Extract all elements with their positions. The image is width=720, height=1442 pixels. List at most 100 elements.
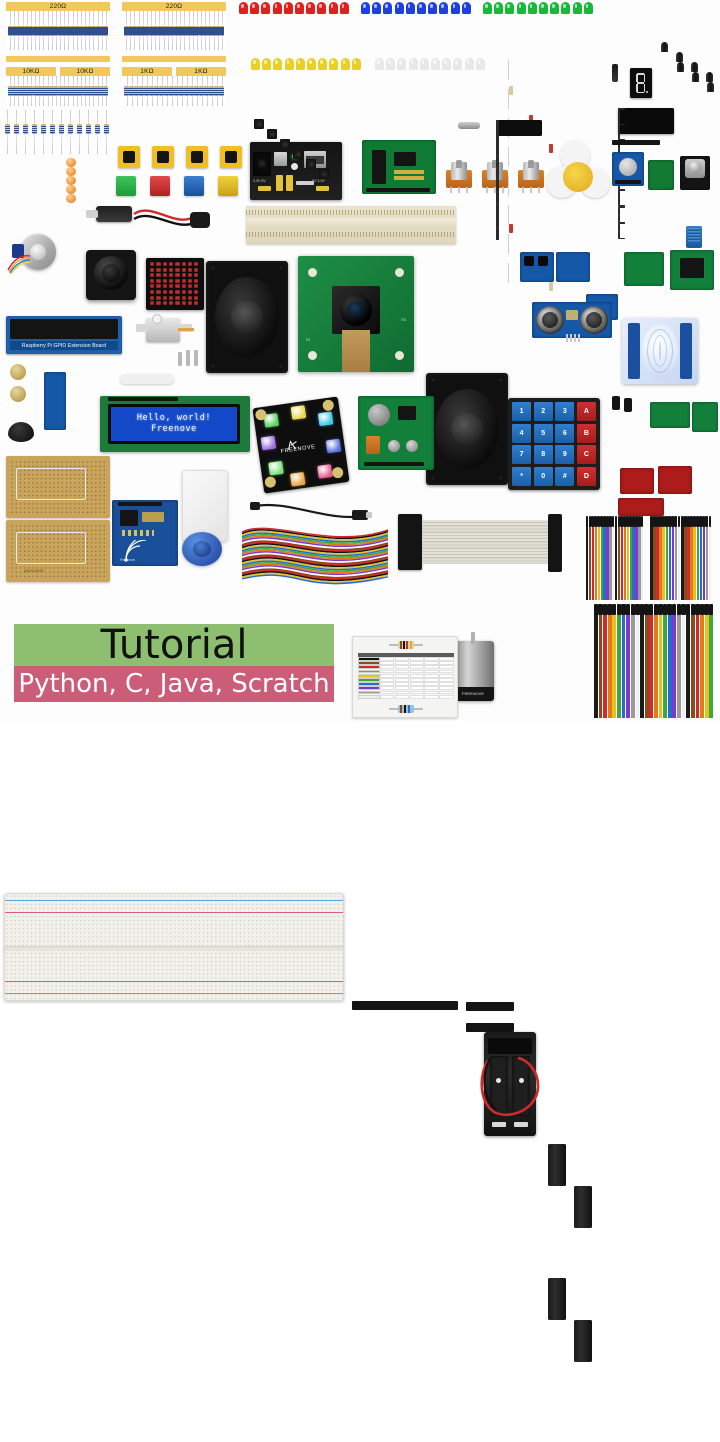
value-cell	[394, 694, 410, 699]
voltage-jumper-left[interactable]	[258, 186, 271, 191]
resistor-band	[78, 91, 84, 94]
keypad-key[interactable]: 4	[512, 423, 532, 443]
resistor-band	[124, 87, 129, 90]
resistor-band	[65, 29, 71, 31]
resistor-band	[134, 91, 139, 94]
resistor-band	[28, 27, 34, 29]
keypad-key[interactable]: *	[512, 466, 532, 486]
keypad-key[interactable]: 8	[533, 445, 553, 465]
tact-switch[interactable]	[319, 169, 329, 179]
keypad-key[interactable]: 3	[555, 402, 575, 422]
led	[340, 58, 350, 94]
resistor-band	[15, 87, 21, 90]
resistor-band	[7, 31, 13, 33]
resistor-band	[28, 33, 34, 35]
resistor-band	[194, 91, 199, 94]
led-legs	[397, 70, 406, 94]
led-legs	[395, 14, 404, 38]
keypad-key[interactable]: 6	[555, 423, 575, 443]
resistor-band	[127, 31, 133, 33]
potentiometer-1[interactable]	[446, 160, 472, 193]
voltage-jumper-right[interactable]	[316, 186, 329, 191]
resistor-band	[103, 127, 109, 130]
resistor-band	[58, 131, 64, 134]
keypad-key[interactable]: C	[576, 445, 596, 465]
header-pin	[615, 190, 641, 200]
header-pin	[466, 1278, 514, 1293]
rgb-led	[268, 460, 284, 476]
rgb-led	[260, 435, 277, 451]
led-dome	[339, 2, 349, 14]
big-tact-switch-4[interactable]	[220, 146, 242, 168]
resistor-band	[181, 27, 187, 29]
keypad-key[interactable]: D	[576, 466, 596, 486]
big-tact-switch-3[interactable]	[186, 146, 208, 168]
keypad-key[interactable]: 5	[533, 423, 553, 443]
button-cap-blue[interactable]	[184, 176, 204, 196]
button-cap-red[interactable]	[150, 176, 170, 196]
jumper-wire	[606, 526, 609, 600]
transistor	[692, 72, 699, 82]
power-switch[interactable]	[291, 163, 298, 170]
resistor-band	[78, 89, 84, 92]
segment	[618, 132, 620, 140]
resistor-band	[58, 129, 64, 132]
segment	[618, 116, 620, 124]
big-tact-switch-1[interactable]	[118, 146, 140, 168]
keypad-key[interactable]: 7	[512, 445, 532, 465]
led	[461, 2, 471, 38]
sensor-module-red-3	[618, 498, 664, 516]
keypad-key[interactable]: 1	[512, 402, 532, 422]
tilt-switch[interactable]	[458, 122, 480, 129]
resistor-band	[164, 87, 169, 90]
joystick-module-large[interactable]	[86, 250, 136, 300]
potentiometer-3[interactable]	[518, 160, 544, 193]
keypad-key[interactable]: 2	[533, 402, 553, 422]
led-legs	[417, 14, 426, 38]
resistor-band	[129, 91, 134, 94]
driver-ic	[372, 150, 386, 184]
jumper-wire	[653, 526, 656, 600]
screw-3	[178, 352, 182, 366]
resistor-band	[65, 33, 71, 35]
resistor-band	[211, 27, 217, 29]
yellow-led-row	[250, 58, 362, 98]
tact-switch[interactable]	[254, 119, 264, 129]
keypad-key[interactable]: B	[576, 423, 596, 443]
resistor-band	[24, 31, 30, 33]
keypad-key[interactable]: 9	[555, 445, 575, 465]
tact-switch[interactable]	[306, 159, 316, 169]
tact-switch[interactable]	[293, 149, 303, 159]
breadboard-jumper-wire-bundle	[240, 520, 390, 586]
matrix-led	[187, 262, 193, 266]
buzzer	[8, 422, 34, 442]
resistor-band	[144, 87, 149, 90]
button-cap-yellow[interactable]	[218, 176, 238, 196]
keypad-key[interactable]: 0	[533, 466, 553, 486]
joystick-module[interactable]	[680, 156, 710, 190]
dupont-connector	[602, 604, 608, 615]
resistor-band	[57, 89, 63, 92]
resistor-band	[215, 31, 221, 33]
tact-switch[interactable]	[267, 129, 277, 139]
keypad-key[interactable]: #	[555, 466, 575, 486]
camera-ffc-tail	[342, 330, 370, 372]
potentiometer-2[interactable]	[482, 160, 508, 193]
led-dome	[439, 2, 449, 14]
resistor-band	[36, 89, 42, 92]
resistor-body	[24, 25, 30, 36]
resistor-band	[49, 93, 55, 96]
tact-switch[interactable]	[280, 139, 290, 149]
dupont-connector	[617, 516, 621, 527]
keypad-key[interactable]: A	[576, 402, 596, 422]
resistor-band	[186, 29, 192, 31]
led	[295, 2, 304, 38]
resistor-body	[32, 86, 38, 96]
button-cap-green[interactable]	[116, 176, 136, 196]
value-cell	[380, 661, 395, 665]
matrix-led	[194, 295, 199, 300]
big-tact-switch-2[interactable]	[152, 146, 174, 168]
dupont-connector	[662, 604, 668, 615]
resistor-band	[40, 29, 46, 31]
